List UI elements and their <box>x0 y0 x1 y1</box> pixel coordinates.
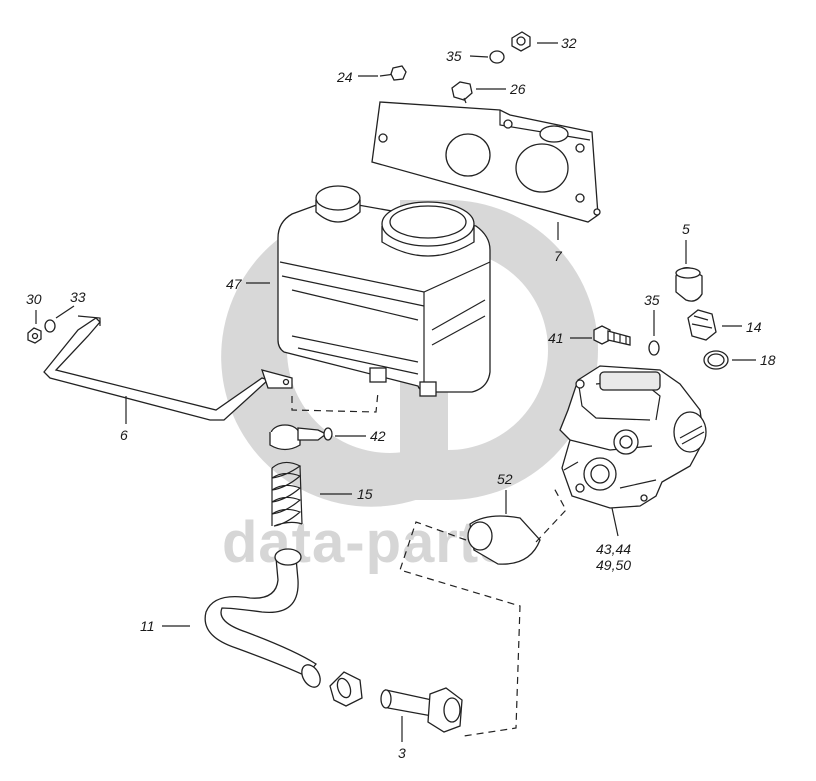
spring <box>271 461 303 527</box>
leader-lines <box>35 42 756 742</box>
callout-26: 26 <box>509 81 526 97</box>
callout-6: 6 <box>120 427 128 443</box>
bolt-26 <box>451 81 473 104</box>
callout-52: 52 <box>497 471 513 487</box>
callout-7: 7 <box>554 248 563 264</box>
hose-fitting <box>329 671 363 707</box>
callout-24: 24 <box>336 69 353 85</box>
bracket <box>43 315 293 421</box>
reservoir-tank <box>277 185 491 397</box>
fitting-52 <box>467 515 541 565</box>
dash-fitting-pump <box>535 487 567 543</box>
mounting-plate <box>371 101 601 223</box>
steering-pump <box>559 365 707 509</box>
callout-47: 47 <box>226 276 243 292</box>
nut-30 <box>27 327 42 344</box>
banjo-bolt <box>380 687 463 733</box>
callout-35-pump: 35 <box>644 292 660 308</box>
callout-14: 14 <box>746 319 762 335</box>
hose-clamp <box>269 424 333 451</box>
washer-35-top <box>489 50 505 64</box>
callout-30: 30 <box>26 291 42 307</box>
fitting-14 <box>687 309 717 341</box>
callout-18: 18 <box>760 352 776 368</box>
washer-35-pump <box>648 340 660 356</box>
callout-49-50: 49,50 <box>596 557 631 573</box>
callout-3: 3 <box>398 745 406 761</box>
callout-11: 11 <box>140 618 155 634</box>
callout-33: 33 <box>70 289 86 305</box>
bolt-24 <box>379 65 407 81</box>
o-ring-18 <box>703 350 729 370</box>
callout-41: 41 <box>548 330 564 346</box>
watermark-text: data-parts <box>222 510 512 575</box>
bolt-41 <box>593 325 631 346</box>
callout-35-top: 35 <box>446 48 462 64</box>
callout-42: 42 <box>370 428 386 444</box>
callout-32: 32 <box>561 35 577 51</box>
callout-15: 15 <box>357 486 373 502</box>
washer-33 <box>44 319 56 333</box>
callout-43-44: 43,44 <box>596 541 631 557</box>
nut-32 <box>511 31 531 52</box>
hose <box>204 548 321 688</box>
callout-5: 5 <box>682 221 690 237</box>
cap-5 <box>675 267 703 302</box>
dash-tank-clamp <box>291 391 379 413</box>
